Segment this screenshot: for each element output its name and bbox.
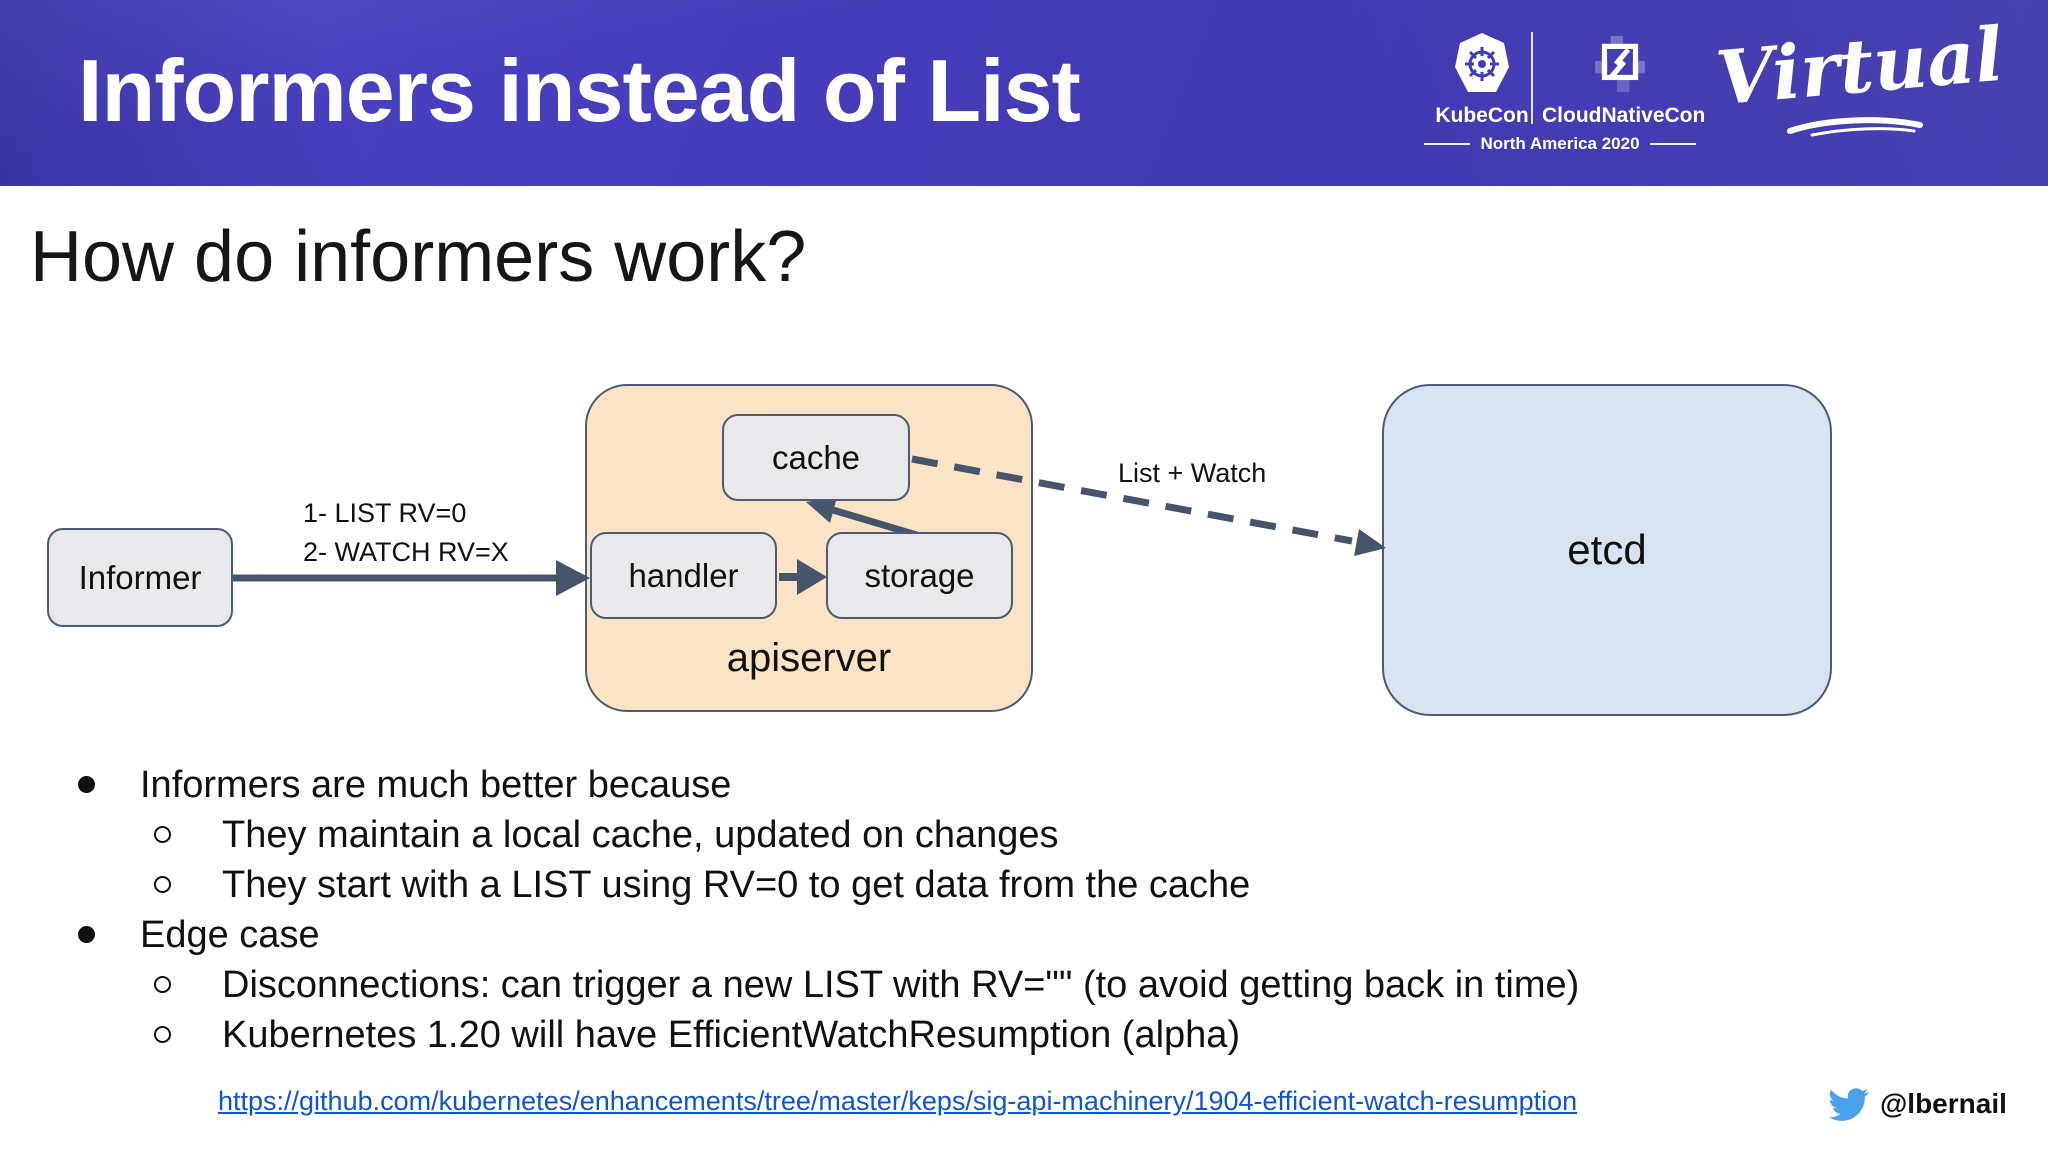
kubecon-wheel-icon bbox=[1432, 30, 1532, 98]
informer-node: Informer bbox=[47, 528, 233, 627]
twitter-bird-icon bbox=[1829, 1088, 1869, 1121]
step-list-rv0: 1- LIST RV=0 bbox=[303, 498, 467, 528]
step-watch-rvx: 2- WATCH RV=X bbox=[303, 537, 509, 567]
bullet-item: Informers are much better because bbox=[0, 760, 1960, 810]
bullet-text: They start with a LIST using RV=0 to get… bbox=[222, 864, 1251, 906]
twitter-badge: @lbernail bbox=[1826, 1084, 2007, 1124]
cache-label: cache bbox=[771, 438, 861, 476]
cloudnativecon-label: CloudNativeCon bbox=[1542, 104, 1706, 127]
bullet-text: Disconnections: can trigger a new LIST w… bbox=[222, 964, 1580, 1006]
cloudnativecon-icon bbox=[1542, 30, 1698, 98]
bullet-circle bbox=[154, 976, 171, 993]
cloudnativecon-logo: CloudNativeCon bbox=[1542, 30, 1706, 128]
location-dash-left bbox=[1424, 143, 1471, 145]
apiserver-label: apiserver bbox=[726, 636, 892, 680]
event-location-text: North America 2020 bbox=[1480, 134, 1640, 153]
bullet-circle bbox=[154, 1026, 171, 1043]
event-location: North America 2020 bbox=[1420, 134, 1700, 154]
bullet-circle bbox=[154, 826, 171, 843]
cache-node: cache bbox=[722, 414, 910, 501]
informer-label: Informer bbox=[78, 558, 202, 596]
bullet-item: They maintain a local cache, updated on … bbox=[0, 810, 1960, 860]
bullet-text: They maintain a local cache, updated on … bbox=[222, 814, 1059, 856]
twitter-handle: @lbernail bbox=[1880, 1088, 2007, 1119]
kubecon-logo: KubeCon bbox=[1432, 30, 1532, 128]
bullet-item: Edge case bbox=[0, 910, 1960, 960]
bullet-item: Disconnections: can trigger a new LIST w… bbox=[0, 960, 1960, 1010]
storage-label: storage bbox=[864, 556, 975, 594]
bullet-text: Edge case bbox=[140, 914, 320, 956]
bullet-dot bbox=[78, 926, 95, 943]
arrow-steps-label: 1- LIST RV=0 2- WATCH RV=X bbox=[303, 494, 509, 572]
title-banner: Informers instead of List bbox=[0, 0, 2048, 186]
etcd-node: etcd bbox=[1382, 384, 1832, 716]
handler-label: handler bbox=[628, 556, 739, 594]
logo-divider bbox=[1531, 32, 1533, 124]
bullet-dot bbox=[78, 776, 95, 793]
location-dash-right bbox=[1649, 143, 1696, 145]
event-logo-cluster: KubeCon CloudNativeCon bbox=[1420, 0, 1720, 186]
bullet-list: Informers are much better because They m… bbox=[0, 760, 1960, 1060]
slide-title: Informers instead of List bbox=[78, 41, 1081, 140]
page-heading: How do informers work? bbox=[30, 217, 807, 297]
handler-node: handler bbox=[590, 532, 777, 619]
bullet-item: Kubernetes 1.20 will have EfficientWatch… bbox=[0, 1010, 1960, 1060]
storage-node: storage bbox=[826, 532, 1013, 619]
list-watch-label: List + Watch bbox=[1118, 458, 1267, 488]
virtual-underline-swash bbox=[1787, 117, 1923, 137]
kep-link[interactable]: https://github.com/kubernetes/enhancemen… bbox=[218, 1086, 1578, 1116]
bullet-text: Kubernetes 1.20 will have EfficientWatch… bbox=[222, 1014, 1241, 1056]
bullet-item: They start with a LIST using RV=0 to get… bbox=[0, 860, 1960, 910]
bullet-circle bbox=[154, 876, 171, 893]
bullet-text: Informers are much better because bbox=[140, 764, 732, 806]
etcd-label: etcd bbox=[1567, 526, 1647, 573]
kubecon-label: KubeCon bbox=[1435, 104, 1529, 127]
